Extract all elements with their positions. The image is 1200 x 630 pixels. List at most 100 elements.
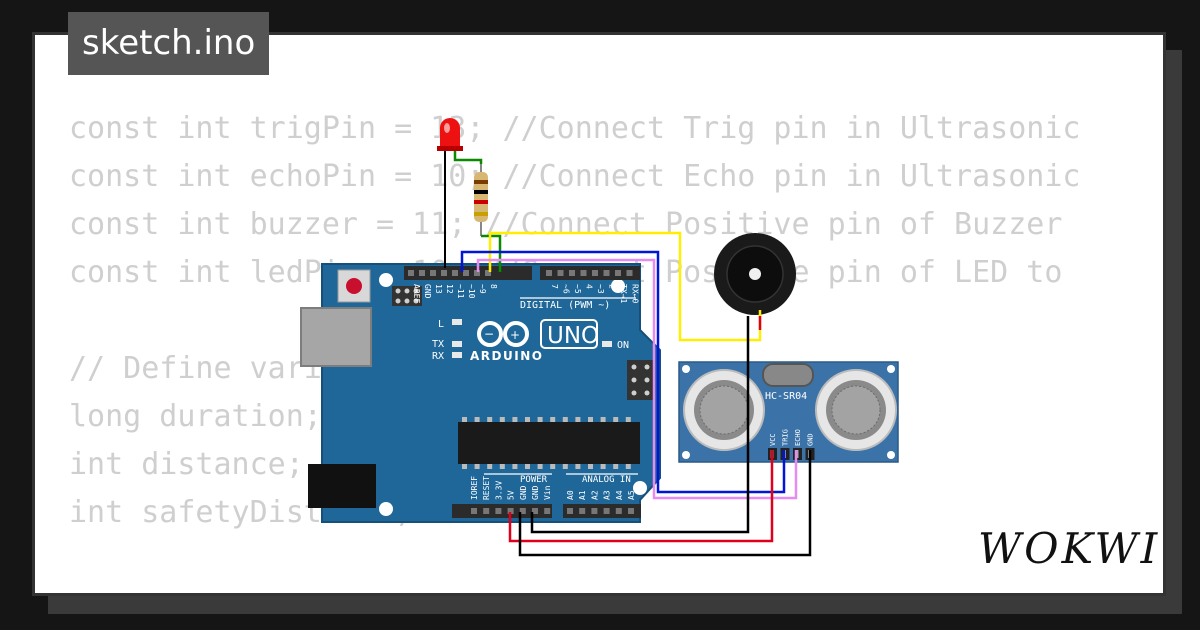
- digital-pin-holes: [408, 270, 633, 276]
- header-pin[interactable]: [546, 270, 552, 276]
- analog-label: ANALOG IN: [582, 475, 631, 485]
- chip-leg: [487, 417, 493, 422]
- wire-pink-echo: [476, 258, 798, 500]
- header-pin[interactable]: [430, 270, 436, 276]
- top-pin-label: ~3: [596, 284, 605, 294]
- logo-plus-glyph: +: [510, 328, 520, 342]
- uno-badge: [540, 319, 598, 349]
- wire-black-gnd: [518, 450, 812, 557]
- bottom-pin-label: A3: [603, 490, 612, 500]
- transducer-left: [683, 369, 765, 451]
- chip-leg: [512, 464, 518, 469]
- code-line: void setup() {: [69, 585, 1080, 593]
- chip-leg: [537, 464, 543, 469]
- logo-minus-glyph: −: [484, 327, 494, 341]
- buzzer[interactable]: [714, 233, 796, 315]
- header-pin[interactable]: [557, 270, 564, 276]
- mount-hole: [611, 279, 625, 293]
- code-editor: const int trigPin = 13; //Connect Trig p…: [69, 105, 1081, 593]
- led-tx-label: TX: [432, 339, 444, 350]
- header-pin[interactable]: [519, 508, 526, 514]
- top-pin-label: ~9: [478, 284, 487, 294]
- chip-leg: [550, 417, 556, 422]
- top-pin-label: ~10: [467, 284, 476, 299]
- bottom-pin-label: A2: [590, 490, 599, 500]
- chip-leg: [474, 417, 480, 422]
- header-pin[interactable]: [474, 270, 480, 276]
- bottom-pin-label: A4: [615, 490, 624, 500]
- top-pin-label: 12: [445, 284, 454, 294]
- bottom-pin-label: Vin: [543, 485, 552, 500]
- resistor[interactable]: [474, 162, 488, 236]
- bottom-pin-label: 5V: [507, 490, 516, 500]
- led-on-label: ON: [617, 340, 629, 351]
- crystal-oscillator: [762, 363, 814, 387]
- top-pin-label: 2: [608, 284, 617, 289]
- code-line: int distance;: [69, 447, 304, 482]
- digital-header-low: [540, 266, 640, 280]
- chip-leg: [625, 464, 631, 469]
- header-pin[interactable]: [592, 270, 598, 276]
- header-pin[interactable]: [544, 508, 551, 514]
- bottom-pin-label: A5: [627, 490, 636, 500]
- header-pin[interactable]: [591, 508, 598, 514]
- header-pin[interactable]: [441, 270, 447, 276]
- board-name: UNO: [547, 323, 599, 349]
- bottom-pin-label: A0: [566, 490, 575, 500]
- chip-leg: [588, 464, 593, 469]
- header-pin[interactable]: [615, 270, 621, 276]
- header-pin[interactable]: [419, 270, 425, 276]
- header-pin[interactable]: [580, 270, 587, 276]
- top-pin-label: 7: [550, 284, 559, 289]
- header-pin[interactable]: [532, 508, 538, 514]
- header-pin[interactable]: [452, 270, 458, 276]
- file-tab-title[interactable]: sketch.ino: [68, 12, 270, 75]
- wire-red-vcc: [508, 450, 774, 543]
- sensor-pin-label: VCC: [769, 433, 777, 446]
- chip-leg: [575, 464, 581, 469]
- brand-name: ARDUINO: [470, 349, 543, 363]
- digital-label: DIGITAL (PWM ~): [520, 300, 610, 311]
- header-pin[interactable]: [495, 508, 502, 514]
- chip-leg: [512, 417, 518, 422]
- bottom-pin-label: 3.3V: [494, 481, 503, 500]
- bottom-pin-label: GND: [519, 485, 528, 500]
- chip-leg: [625, 417, 631, 422]
- chip-leg: [600, 464, 606, 469]
- reset-button[interactable]: [337, 269, 371, 303]
- sensor-pin-label: GND: [807, 433, 815, 446]
- chip-leg: [562, 417, 568, 422]
- red-led[interactable]: [437, 118, 463, 151]
- header-pin[interactable]: [567, 508, 573, 514]
- header-pin[interactable]: [408, 270, 414, 276]
- chip-leg: [487, 464, 493, 469]
- top-pin-label: GND: [423, 284, 432, 299]
- header-pin[interactable]: [626, 270, 633, 276]
- header-pin[interactable]: [628, 508, 634, 514]
- header-pin[interactable]: [471, 508, 477, 514]
- header-pin[interactable]: [603, 508, 610, 514]
- bottom-pin-label: A1: [578, 490, 587, 500]
- header-pin[interactable]: [483, 508, 490, 514]
- header-pin[interactable]: [507, 508, 514, 514]
- chip-leg: [550, 464, 556, 469]
- bottom-pin-label: IOREF: [470, 476, 479, 500]
- header-pin[interactable]: [603, 270, 610, 276]
- wokwi-logo: WOKWI: [978, 524, 1161, 573]
- header-pin[interactable]: [615, 508, 622, 514]
- top-pin-label: 8: [489, 284, 498, 289]
- header-pin[interactable]: [485, 270, 491, 276]
- header-pin[interactable]: [569, 270, 575, 276]
- bottom-pin-label: RESET: [482, 476, 491, 500]
- header-pin[interactable]: [579, 508, 586, 514]
- power-label: POWER: [520, 475, 548, 485]
- code-line: const int trigPin = 13; //Connect Trig p…: [69, 111, 1081, 146]
- bottom-pin-label: GND: [531, 485, 540, 500]
- header-pin[interactable]: [463, 270, 469, 276]
- led-l-label: L: [438, 319, 444, 330]
